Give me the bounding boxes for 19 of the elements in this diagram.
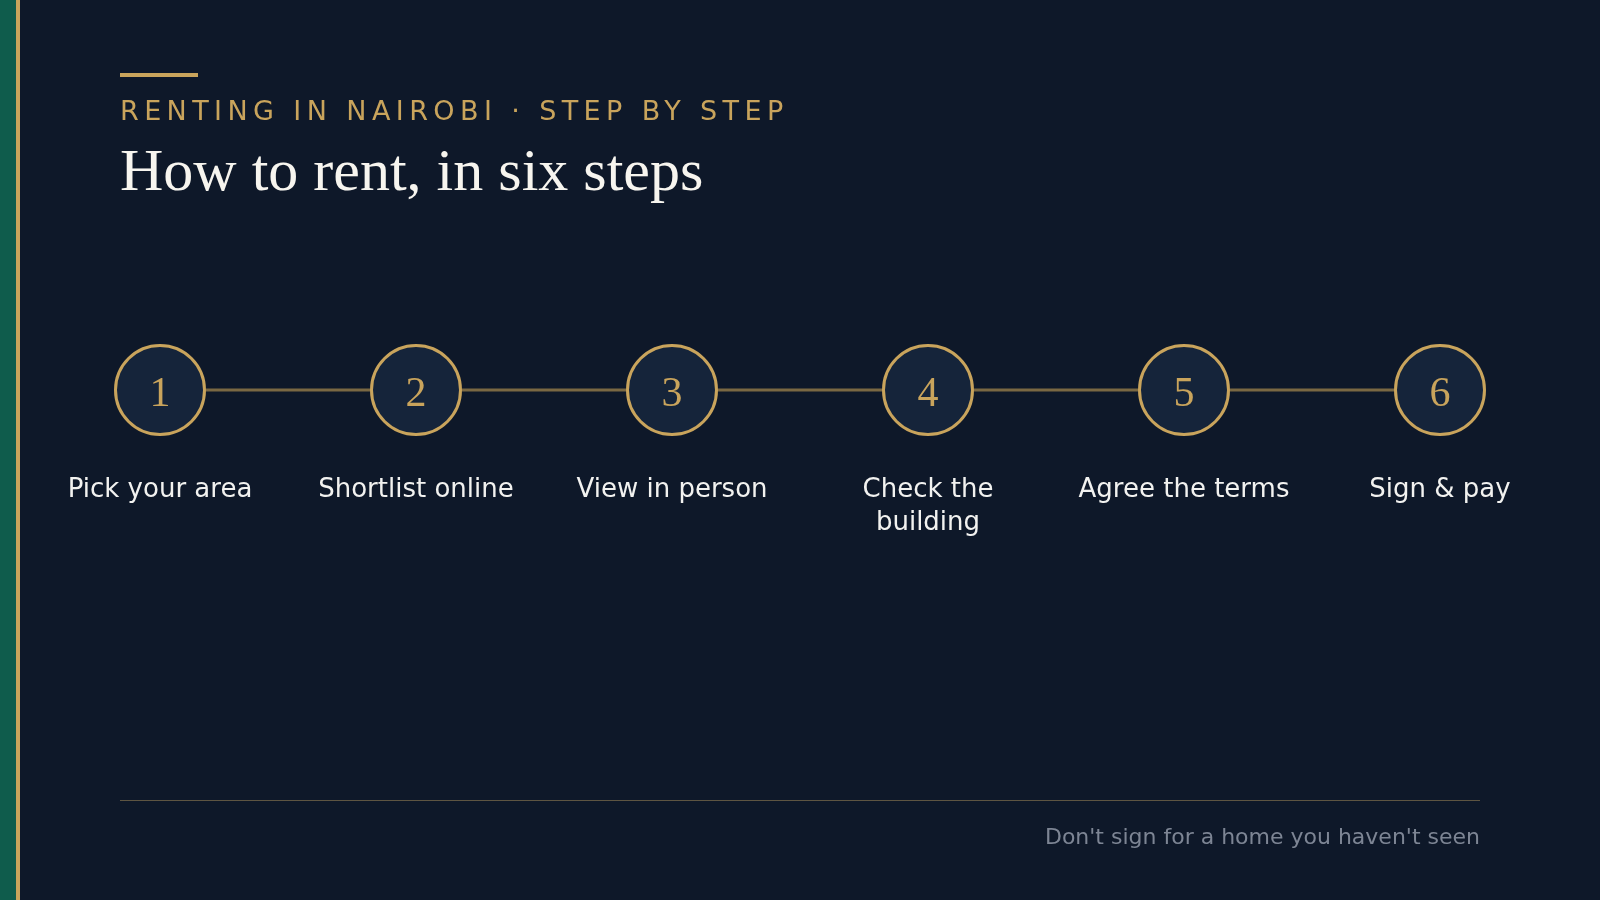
- step-label: Check the building: [861, 472, 995, 538]
- step-number: 1: [149, 370, 171, 413]
- connector-line: [1230, 388, 1394, 392]
- step-label: Sign & pay: [1368, 472, 1512, 505]
- step-label: Agree the terms: [1077, 472, 1291, 505]
- connector-line: [974, 388, 1138, 392]
- step-number: 3: [661, 370, 683, 413]
- connector-line: [206, 388, 370, 392]
- connector-line: [462, 388, 626, 392]
- step-number: 2: [405, 370, 427, 413]
- step-number: 4: [917, 370, 939, 413]
- step-number: 5: [1173, 370, 1195, 413]
- step-number: 6: [1429, 370, 1451, 413]
- step-label: View in person: [575, 472, 769, 505]
- step-label: Pick your area: [66, 472, 254, 505]
- connector-line: [718, 388, 882, 392]
- footer-note: Don't sign for a home you haven't seen: [1044, 824, 1480, 850]
- eyebrow-text: RENTING IN NAIROBI · STEP BY STEP: [120, 97, 789, 124]
- step-label: Shortlist online: [317, 472, 515, 505]
